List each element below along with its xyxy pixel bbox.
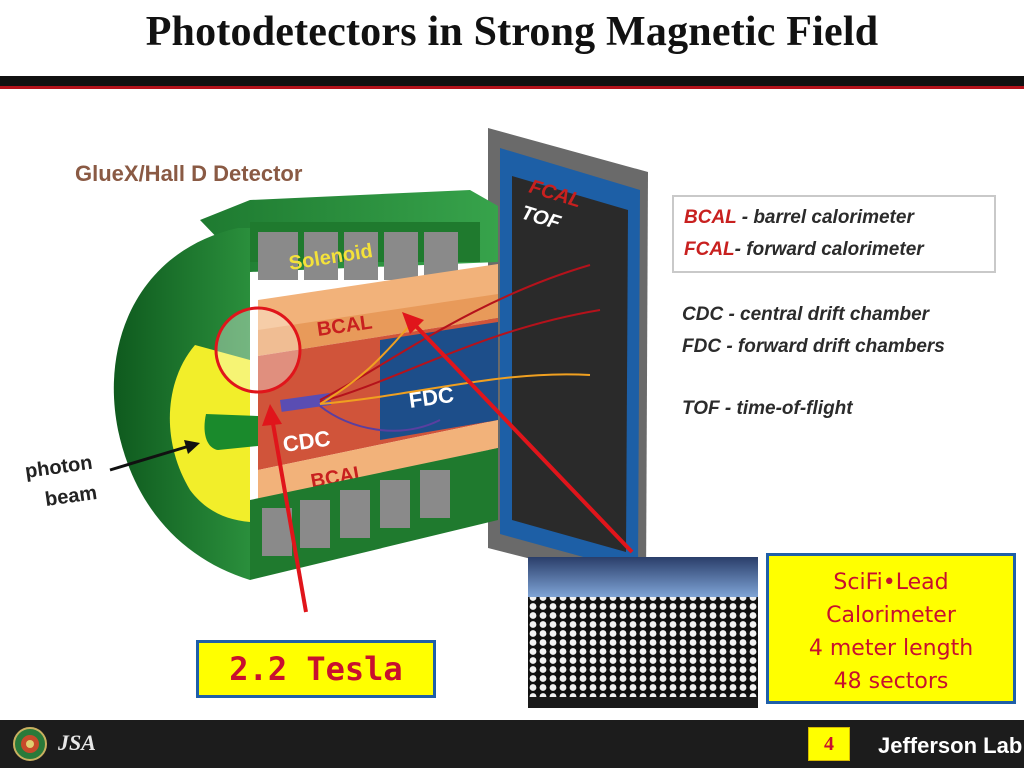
legend-fcal: FCAL- forward calorimeter: [684, 239, 924, 260]
beam-label: beam: [44, 482, 99, 511]
legend-bcal: BCAL - barrel calorimeter: [684, 207, 914, 228]
page-number-box: 4: [808, 727, 850, 761]
return-yoke-slot: [258, 232, 298, 280]
beam-arrow: [109, 442, 197, 472]
scifi-fiber-photo: [528, 557, 758, 708]
figure-heading: GlueX/Hall D Detector: [75, 161, 303, 186]
tesla-text: 2.2 Tesla: [229, 650, 403, 688]
tesla-arrow: [270, 417, 308, 613]
photon-label: photon: [24, 452, 94, 483]
scifi-line-2: Calorimeter: [826, 603, 956, 628]
page-number: 4: [824, 733, 834, 755]
title-rule-accent: [0, 86, 1024, 89]
detector-diagram: GlueX/Hall D Detector FCAL TOF Solenoid …: [24, 128, 648, 613]
jsa-logo: JSA: [58, 730, 96, 755]
scifi-line-4: 48 sectors: [833, 669, 949, 694]
bcal-arrow: [410, 320, 634, 554]
legend-tof: TOF - time-of-flight: [682, 398, 853, 419]
legend-calorimeters: BCAL - barrel calorimeter FCAL- forward …: [672, 195, 996, 273]
scifi-callout: SciFi•Lead Calorimeter 4 meter length 48…: [766, 553, 1016, 704]
jefferson-lab-logo: Jefferson Lab: [878, 733, 1023, 758]
slide-title: Photodetectors in Strong Magnetic Field: [145, 9, 879, 55]
target: [280, 393, 332, 412]
bcal-lower: [258, 420, 498, 500]
scifi-line-3: 4 meter length: [808, 636, 974, 661]
tesla-callout: 2.2 Tesla: [196, 640, 436, 698]
legend-fdc: FDC - forward drift chambers: [682, 336, 945, 357]
particle-tracks: [319, 264, 601, 432]
tof-panel: [512, 176, 628, 552]
bcal-upper: [258, 264, 498, 334]
fdc-volume: [380, 322, 498, 440]
highlight-circle: [214, 306, 302, 394]
title-rule: [0, 76, 1024, 86]
footer-bar: [0, 720, 1024, 768]
legend-cdc: CDC - central drift chamber: [682, 304, 930, 325]
doe-seal-icon: [13, 727, 47, 761]
scifi-line-1: SciFi•Lead: [833, 570, 949, 595]
fdc-label: FDC: [407, 382, 455, 413]
